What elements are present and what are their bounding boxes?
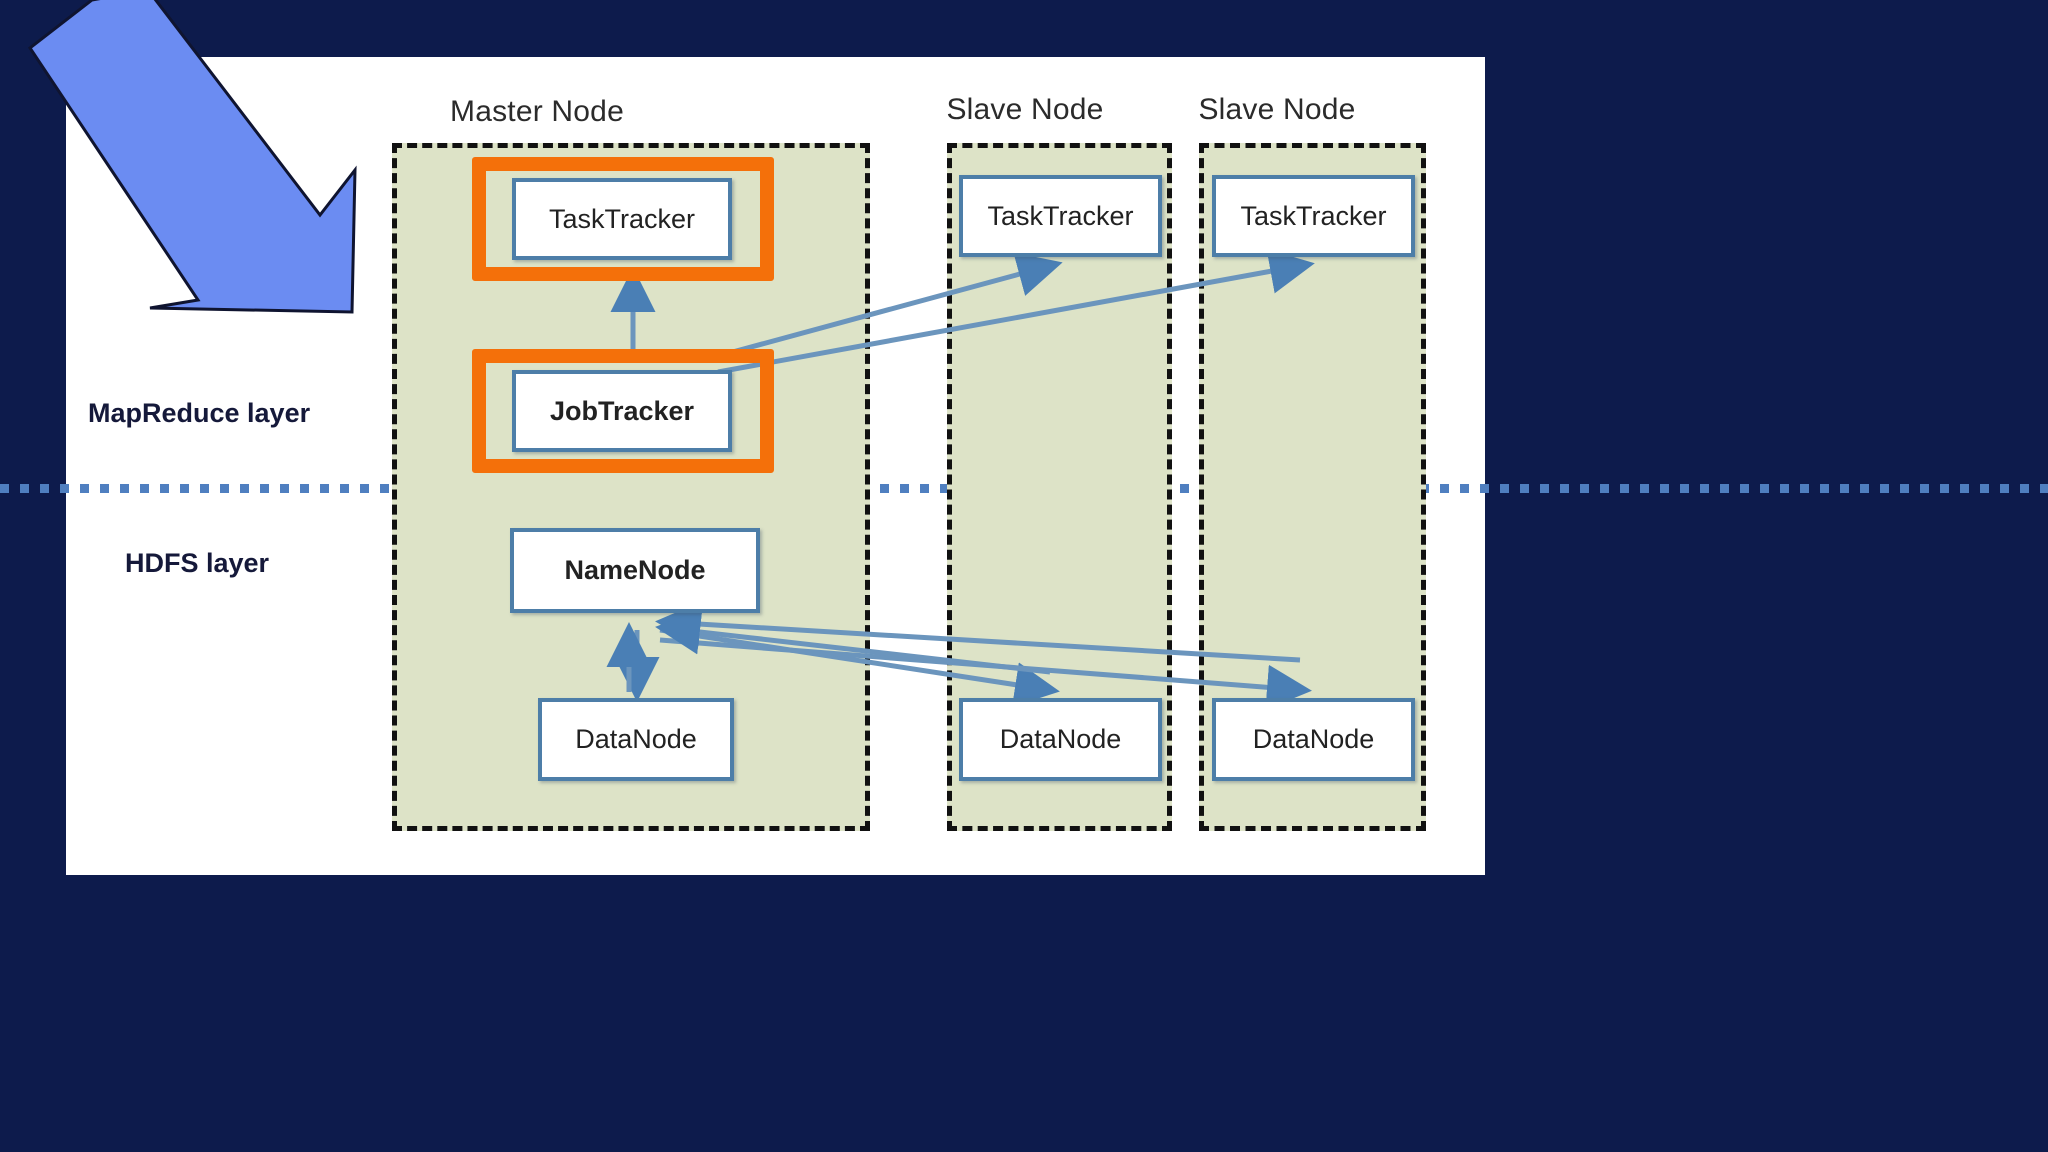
box-slave2-tasktracker[interactable]: TaskTracker	[1212, 175, 1415, 257]
column-title-master-node: Master Node	[450, 95, 624, 128]
label-mapreduce-layer: MapReduce layer	[88, 398, 311, 428]
highlight-ring-tasktracker	[472, 157, 774, 281]
box-slave1-datanode[interactable]: DataNode	[959, 698, 1162, 781]
box-slave1-tasktracker[interactable]: TaskTracker	[959, 175, 1162, 257]
box-master-jobtracker[interactable]: JobTracker	[512, 370, 732, 452]
highlight-ring-jobtracker	[472, 349, 774, 473]
label-hdfs-layer: HDFS layer	[125, 548, 270, 578]
box-master-tasktracker[interactable]: TaskTracker	[512, 178, 732, 260]
column-title-slave-node-1: Slave Node	[946, 93, 1104, 126]
box-master-namenode[interactable]: NameNode	[510, 528, 760, 613]
box-master-datanode[interactable]: DataNode	[538, 698, 734, 781]
column-title-slave-node-2: Slave Node	[1198, 93, 1356, 126]
box-slave2-datanode[interactable]: DataNode	[1212, 698, 1415, 781]
